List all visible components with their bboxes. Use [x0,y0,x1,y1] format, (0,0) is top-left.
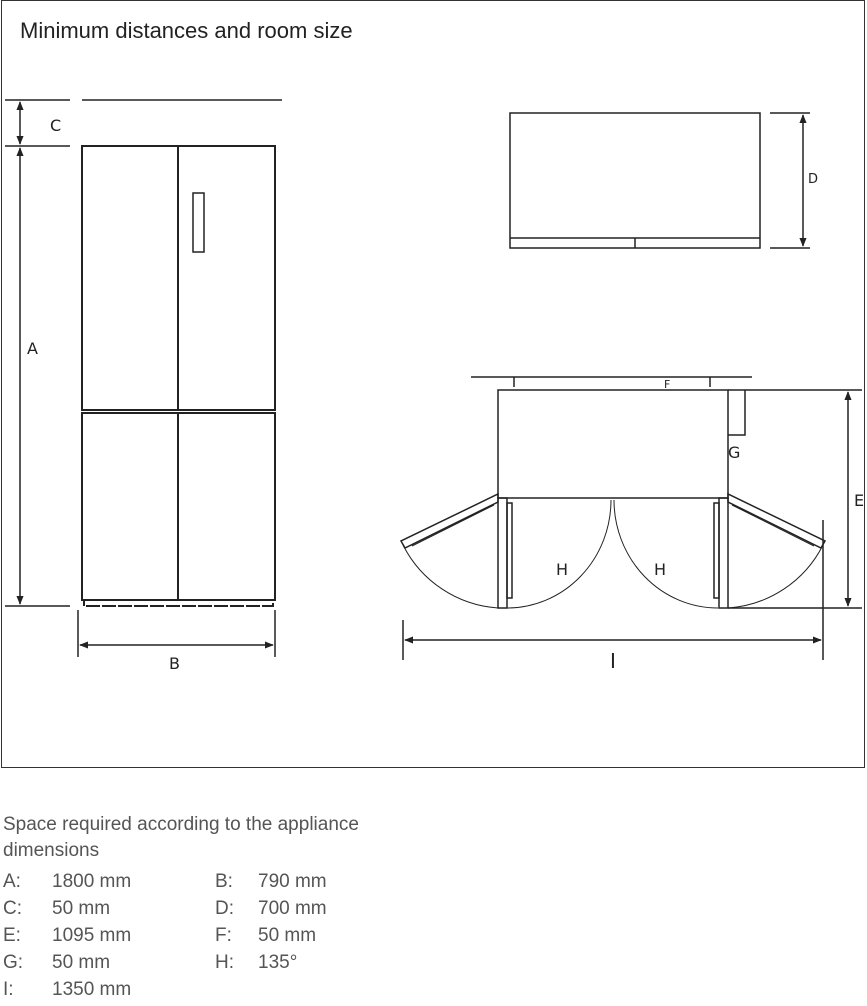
front-view [5,99,282,657]
label-g: G [728,443,740,462]
spec-value: 50 mm [258,925,317,946]
label-b: B [169,654,180,673]
spec-key: D: [215,898,234,919]
label-f: F [664,378,670,391]
door-handle [192,192,205,253]
side-view [509,112,810,249]
label-e: E [854,491,864,510]
spec-row: C: 50 mm D: 700 mm [3,898,327,925]
label-a: A [27,339,38,358]
specs-table: A: 1800 mm B: 790 mm C: 50 mm D: 700 mm E: 1095… [3,871,327,1006]
spec-key: E: [3,925,21,946]
spec-value: 50 mm [52,898,111,919]
label-h-right: H [654,560,666,579]
spec-row: G: 50 mm H: 135° [3,952,327,979]
spec-value: 790 mm [258,871,327,892]
spec-row: A: 1800 mm B: 790 mm [3,871,327,898]
diagram-frame [1,0,865,768]
spec-value: 700 mm [258,898,327,919]
spec-value: 1350 mm [52,979,132,1000]
space-required-intro: Space required according to the applianc… [3,814,359,861]
spec-key: A: [3,871,21,892]
label-c: C [50,116,61,135]
spec-key: F: [215,925,232,946]
spec-value: 1800 mm [52,871,132,892]
plan-view [399,376,862,660]
spec-key: G: [3,952,24,973]
spec-key: H: [215,952,234,973]
label-d: D [808,172,818,187]
label-i: I [610,649,616,673]
spec-value: 1095 mm [52,925,132,946]
spec-key: C: [3,898,22,919]
spec-row: E: 1095 mm F: 50 mm [3,925,327,952]
installation-diagram: C A B D F G E H H I [5,99,864,673]
diagram-title: Minimum distances and room size [20,18,353,43]
spec-row: I: 1350 mm [3,979,327,1006]
spec-value: 135° [258,952,298,973]
spec-key: I: [3,979,14,1000]
spec-value: 50 mm [52,952,111,973]
label-h-left: H [556,560,568,579]
spec-key: B: [215,871,233,892]
